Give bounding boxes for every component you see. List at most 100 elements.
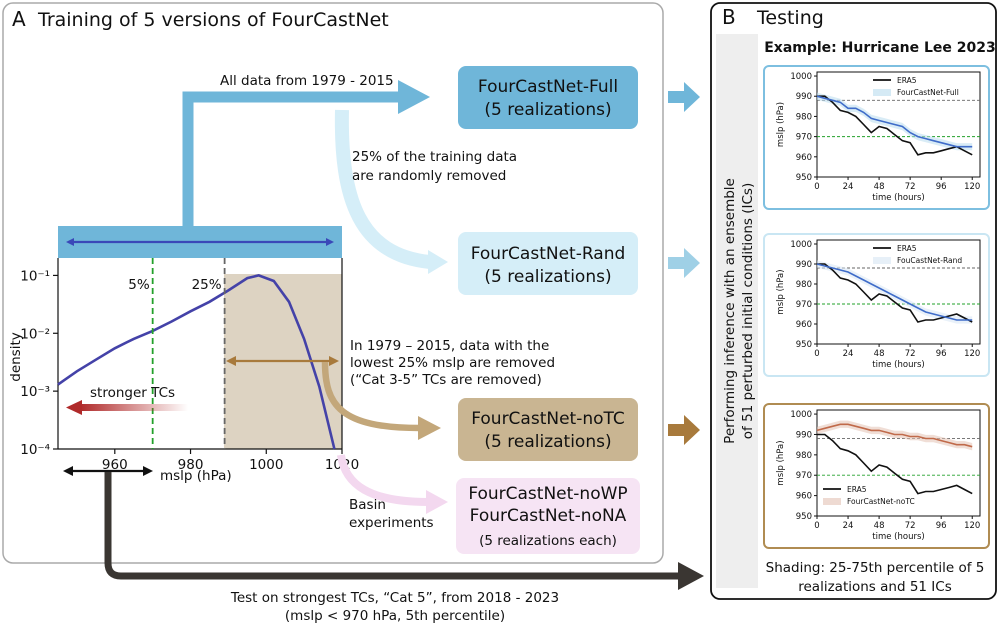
test-arrow [104,472,680,580]
rand-flow-arrow [334,109,431,269]
ts-model-line [816,95,973,148]
ts-xtick-label: 24 [843,349,854,359]
ts-legend-model-label: FourCastNet-Full [897,88,959,97]
box-full-line1: FourCastNet-Full [478,77,618,97]
ts-axes-frame [816,71,981,178]
ts-era5-line [817,433,973,495]
panel-a-letter: A [12,7,26,31]
stronger-tcs-arrowhead [66,400,82,415]
density-curve [57,274,336,450]
ts-legend-era5-label: ERA5 [897,76,917,85]
ts-ytick-label: 980 [796,451,812,461]
ts-legend-model-swatch [873,257,891,264]
ts-xtick-label: 0 [814,182,819,192]
ts-xlabel: time (hours) [872,193,924,203]
rand-note-2: are randomly removed [352,168,506,184]
ts-axes-frame [816,239,981,345]
panel-b-letter: B [722,5,736,29]
full-arrowhead [398,80,430,114]
box-notc-line2: (5 realizations) [484,432,611,452]
rand-arrowhead [428,250,448,274]
notc-to-test-arrow [668,415,700,445]
vertical-strip [716,34,758,588]
box-notc-line1: FourCastNet-noTC [471,409,625,429]
box-full [458,66,638,129]
box-basin-line3: (5 realizations each) [479,533,617,549]
box-basin-line2: FourCastNet-noNA [470,506,627,526]
ts-legend-era5-label: ERA5 [897,244,917,253]
ts-xtick-label: 72 [905,182,916,192]
ts-xtick-label: 0 [814,349,819,359]
notc-note-2: lowest 25% mslp are removed [350,355,555,371]
box-notc [458,398,638,461]
box-full-line2: (5 realizations) [484,100,611,120]
ts-ytick-label: 960 [796,320,812,330]
ts-xlabel: time (hours) [872,532,924,542]
ts-legend-model-swatch [873,89,891,96]
ts-ylabel: mslp (hPa) [776,440,786,485]
density-ytick-label: 10⁻³ [20,384,50,400]
ts-xtick-label: 72 [905,521,916,531]
ts-ytick-label: 960 [796,492,812,502]
stronger-tcs-arrow-shaft [80,404,188,411]
ts-ytick-label: 970 [796,133,812,143]
ts-ylabel: mslp (hPa) [776,102,786,147]
ts-ytick-label: 1000 [790,240,812,250]
ts-axes-frame [816,409,981,517]
ts-legend-model-swatch [823,498,841,505]
full-flow-arrow [182,91,400,228]
chart-full-frame [763,65,990,210]
rand-note-1: 25% of the training data [352,149,517,165]
example-title: Example: Hurricane Lee 2023 [764,40,996,56]
ts-ytick-label: 960 [796,153,812,163]
ts-xtick-label: 48 [874,521,885,531]
ts-ytick-label: 950 [796,340,812,350]
ts-xtick-label: 96 [936,182,947,192]
panel-a-frame [2,2,664,564]
box-basin-line1: FourCastNet-noWP [468,484,627,504]
ts-xtick-label: 120 [964,182,980,192]
ts-ytick-label: 990 [796,260,812,270]
panel-b-frame [710,2,997,600]
density-ytick-label: 10⁻¹ [20,268,50,284]
ts-xtick-label: 24 [843,182,854,192]
ts-model-line [816,263,973,321]
rand-to-test-arrow [668,248,700,278]
p5-label: 5% [128,277,150,293]
ts-ylabel: mslp (hPa) [776,269,786,314]
all-data-label: All data from 1979 - 2015 [220,73,394,89]
ts-ytick-label: 950 [796,173,812,183]
density-xtick-label: 1000 [249,457,283,473]
ts-ytick-label: 1000 [790,410,812,420]
shading-note-2: realizations and 51 ICs [798,579,951,595]
ts-xtick-label: 24 [843,521,854,531]
ts-xtick-label: 120 [964,349,980,359]
notc-note-1: In 1979 – 2015, data with the [350,338,549,354]
density-xtick-label: 980 [178,457,204,473]
ts-ytick-label: 970 [796,471,812,481]
basin-label-1: Basin [349,497,386,513]
p25-label: 25% [192,277,222,293]
ts-legend-model-label: FouCastNet-Rand [897,256,962,265]
notc-note-3: (“Cat 3-5” TCs are removed) [350,372,542,388]
ts-ytick-label: 950 [796,512,812,522]
shading-note-1: Shading: 25-75th percentile of 5 [766,560,985,576]
notc-arrowhead [418,416,441,440]
box-rand [458,232,638,295]
ts-xtick-label: 96 [936,521,947,531]
ts-ytick-label: 970 [796,300,812,310]
chart-rand-frame [763,233,990,377]
ts-xlabel: time (hours) [872,360,924,370]
test-arrowhead [678,562,704,590]
notc-flow-arrow [321,361,421,432]
vertical-note-2: of 51 perturbed initial conditions (ICs) [740,183,756,439]
vertical-note-1: Performing inference with an ensemble [722,178,738,444]
density-ylabel: density [8,332,24,382]
basin-flow-arrow [337,454,429,506]
test-note-1: Test on strongest TCs, “Cat 5”, from 201… [230,590,559,606]
ts-ytick-label: 1000 [790,72,812,82]
